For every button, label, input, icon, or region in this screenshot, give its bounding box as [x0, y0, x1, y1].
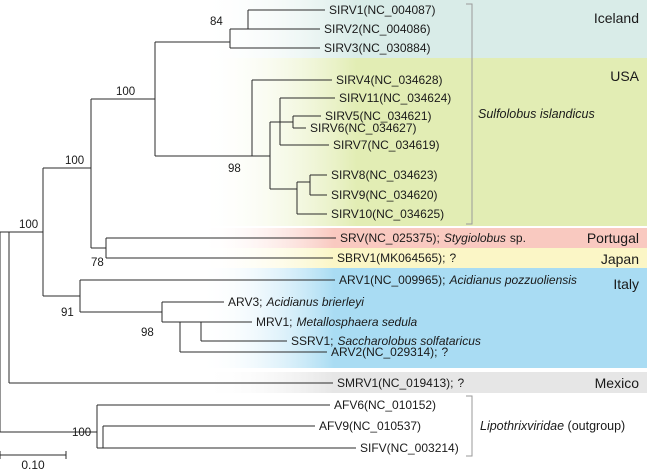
leaf-label-sirv4: SIRV4(NC_034628): [336, 73, 443, 87]
group-label-outgroup: Lipothrixviridae (outgroup): [480, 419, 625, 433]
brackets: [466, 3, 473, 457]
bootstrap-outgroup: 100: [72, 427, 91, 439]
region-label-portugal: Portugal: [587, 230, 639, 246]
leaf-label-arv3: ARV3;Acidianus brierleyi: [228, 295, 364, 309]
leaf-label-arv2: ARV2(NC_029314);?: [331, 345, 449, 359]
leaf-label-sifv: SIFV(NC_003214): [360, 441, 459, 455]
region-label-mexico: Mexico: [595, 375, 640, 391]
leaf-label-afv6: AFV6(NC_010152): [334, 398, 436, 412]
leaf-label-sirv11: SIRV11(NC_034624): [339, 91, 451, 105]
band-mexico: [200, 372, 647, 393]
leaf-label-sirv10: SIRV10(NC_034625): [331, 207, 444, 221]
leaf-label-ssrv1: SSRV1;Saccharolobus solfataricus: [291, 334, 481, 348]
bootstrap-arv: 91: [61, 307, 74, 319]
group-labels: Sulfolobus islandicus Lipothrixviridae (…: [478, 107, 625, 433]
band-usa: [200, 58, 647, 226]
leaf-label-smrv1: SMRV1(NC_019413);?: [337, 376, 465, 390]
scale-bar-label: 0.10: [21, 458, 45, 470]
leaf-label-sirv7: SIRV7(NC_034619): [333, 138, 440, 152]
region-labels: Iceland USA Portugal Japan Italy Mexico: [587, 10, 640, 391]
bootstrap-root-ingroup: 100: [19, 219, 38, 231]
region-label-japan: Japan: [601, 251, 639, 267]
band-italy: [200, 268, 647, 368]
scale-bar: 0.10: [0, 451, 67, 470]
leaf-label-arv1: ARV1(NC_009965);Acidianus pozzuoliensis: [339, 273, 577, 287]
tree-branches: [0, 9, 356, 449]
group-label-sulfolobus: Sulfolobus islandicus: [478, 107, 595, 121]
leaf-label-sirv3: SIRV3(NC_030884): [324, 41, 431, 55]
region-label-iceland: Iceland: [594, 10, 639, 26]
leaf-label-sbrv1: SBRV1(MK064565);?: [337, 251, 457, 265]
leaf-label-afv9: AFV9(NC_010537): [319, 419, 421, 433]
bootstrap-sirv: 100: [116, 86, 135, 98]
band-japan: [200, 248, 647, 268]
region-bands: [200, 0, 647, 393]
bootstrap-iceland: 84: [210, 16, 223, 28]
scale-bar-line: [0, 451, 67, 459]
leaf-label-mrv1: MRV1;Metallosphaera sedula: [256, 315, 418, 329]
leaf-label-sirv2: SIRV2(NC_004086): [324, 22, 431, 36]
leaf-label-sirv6: SIRV6(NC_034627): [310, 121, 417, 135]
bootstrap-srv-sbrv: 78: [91, 257, 104, 269]
leaf-labels: SIRV1(NC_004087) SIRV2(NC_004086) SIRV3(…: [228, 3, 577, 455]
bootstrap-usa: 98: [228, 163, 241, 175]
leaf-label-sirv8: SIRV8(NC_034623): [331, 168, 438, 182]
region-label-usa: USA: [610, 68, 639, 84]
bracket-sulfolobus: [466, 3, 473, 225]
bootstrap-values: 100 100 100 84 98 78 91 98 100: [19, 16, 241, 439]
leaf-label-sirv9: SIRV9(NC_034620): [331, 188, 438, 202]
bootstrap-rudivirus: 100: [65, 155, 84, 167]
band-portugal: [200, 228, 647, 248]
leaf-label-sirv1: SIRV1(NC_004087): [329, 3, 436, 17]
region-label-italy: Italy: [613, 276, 639, 292]
bracket-outgroup: [466, 395, 473, 457]
leaf-label-sirv5: SIRV5(NC_034621): [325, 109, 432, 123]
bootstrap-arv3-group: 98: [141, 327, 154, 339]
